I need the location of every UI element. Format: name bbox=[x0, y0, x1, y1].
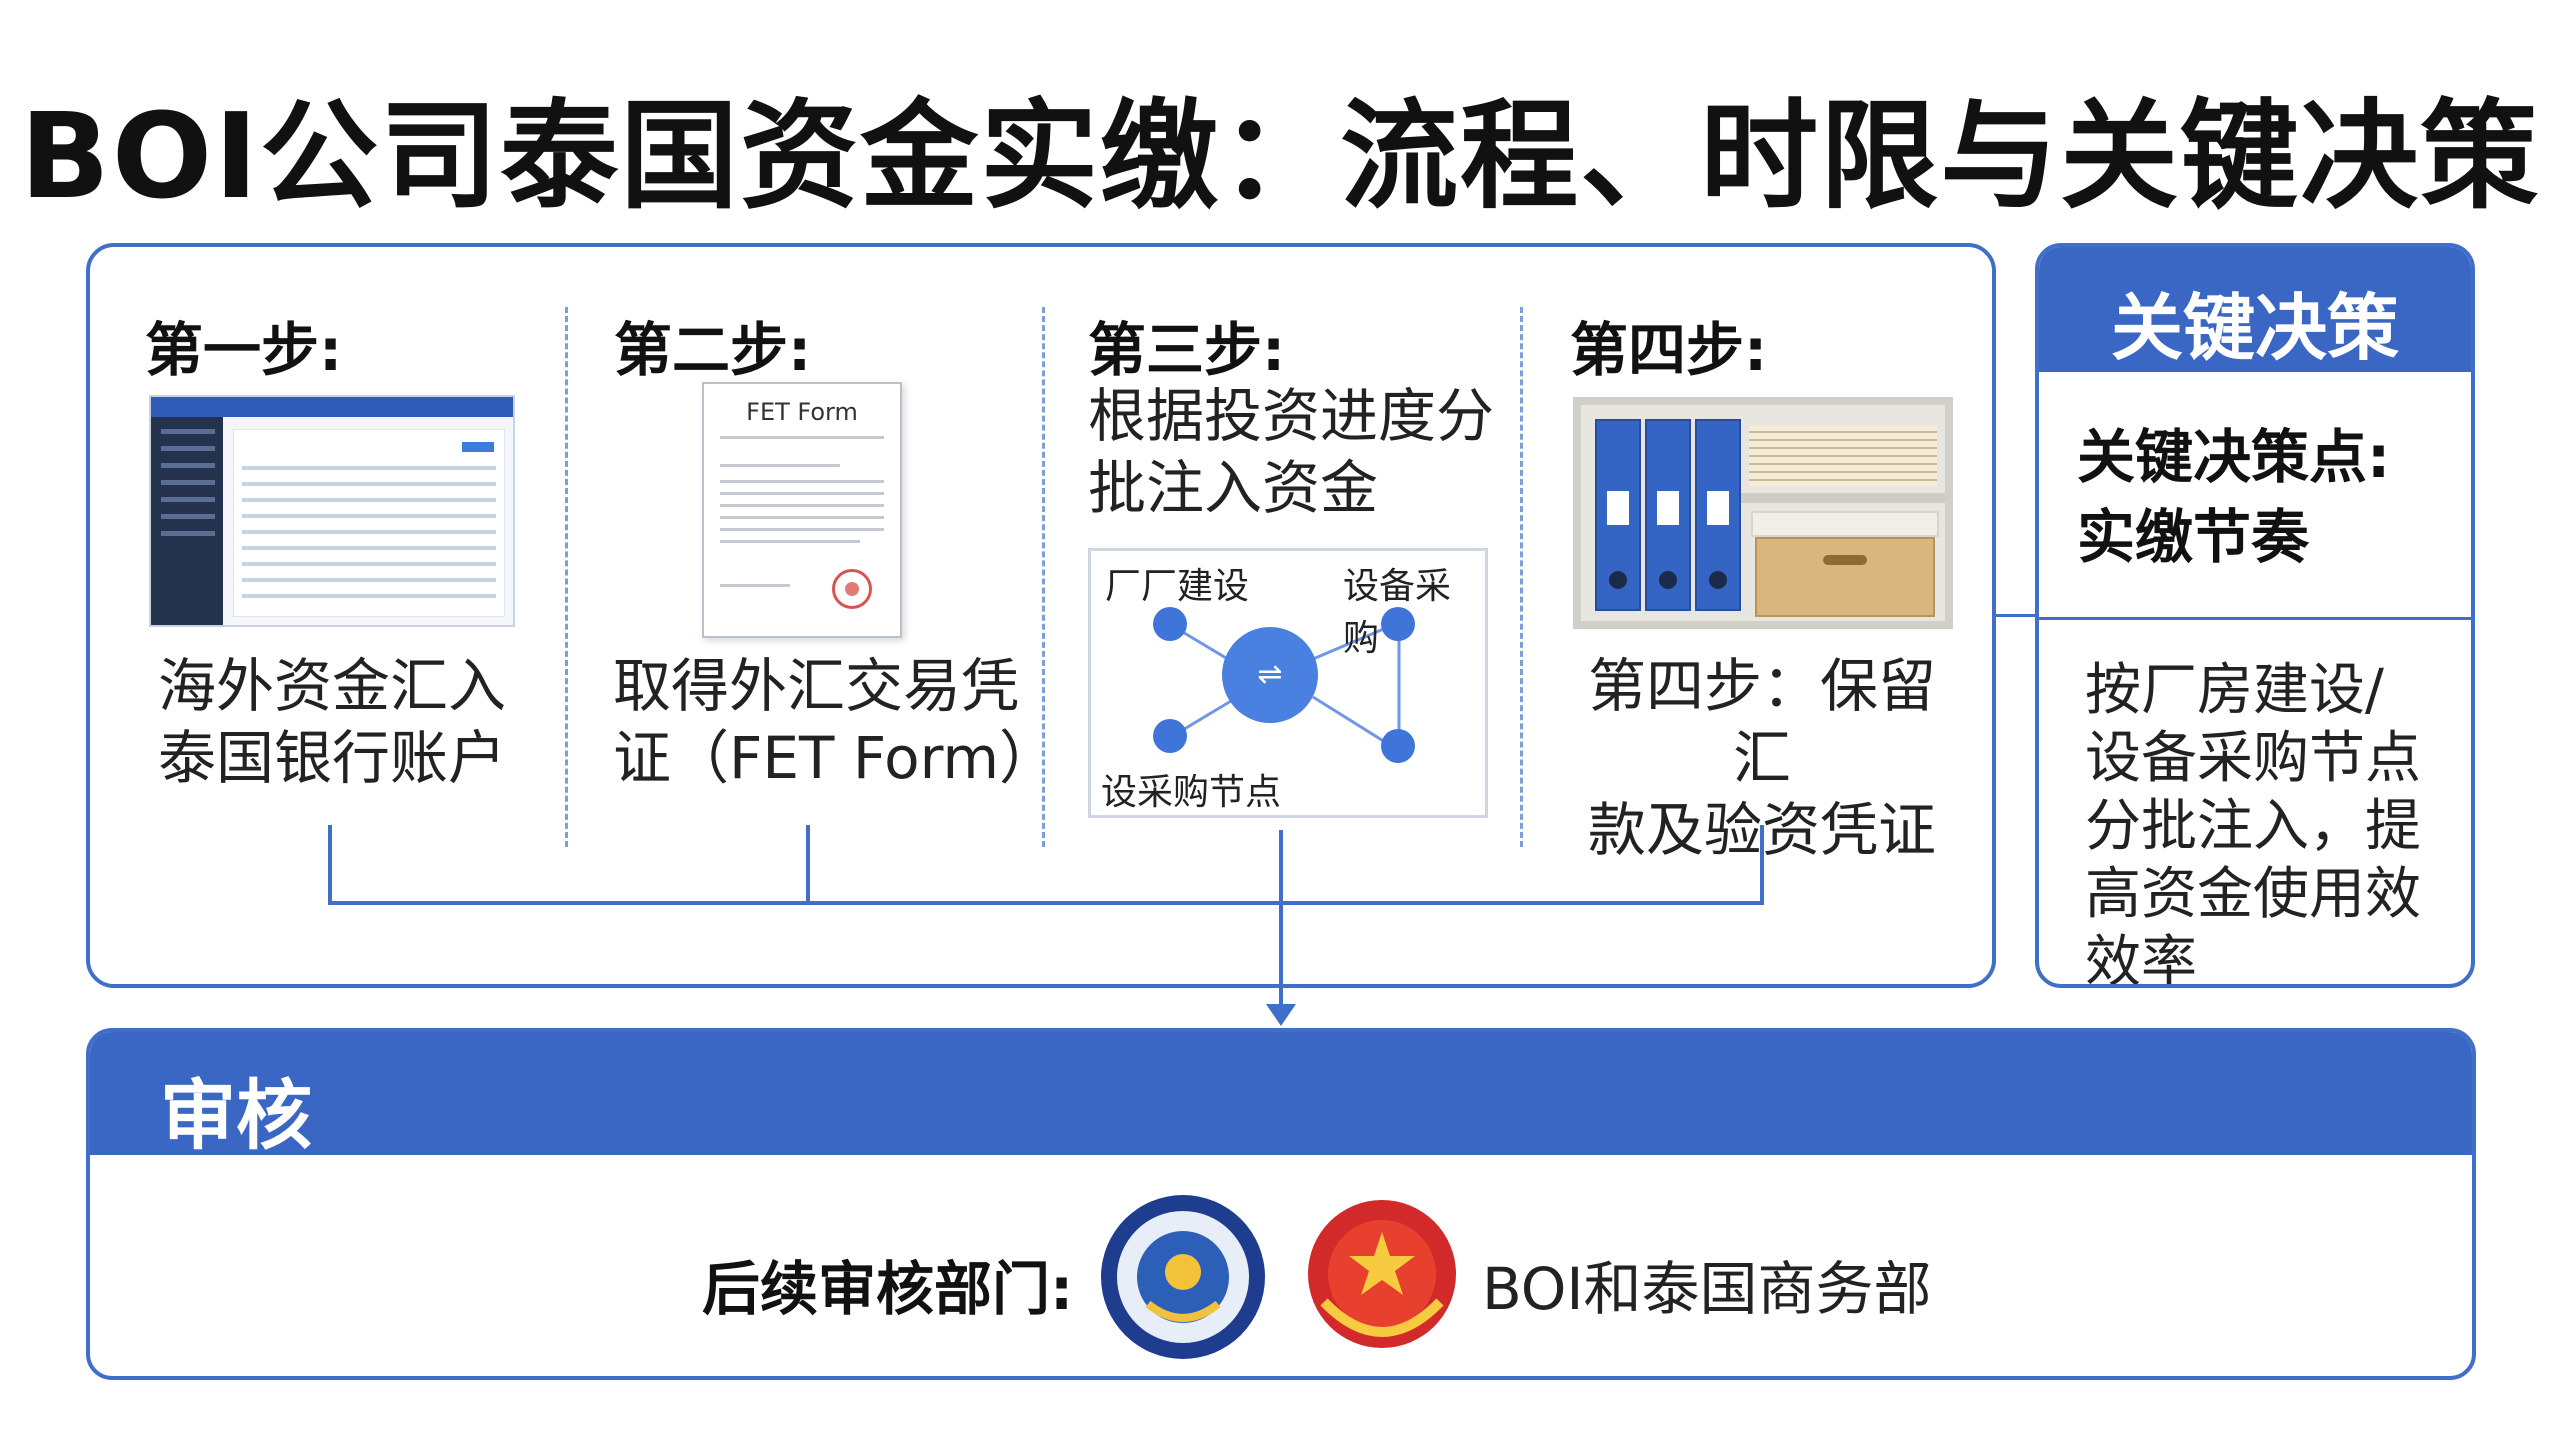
connector-line bbox=[1279, 830, 1283, 1006]
step-divider bbox=[565, 307, 568, 847]
network-node bbox=[1153, 719, 1187, 753]
connector-line bbox=[806, 825, 810, 905]
fet-form-document: FET Form bbox=[702, 382, 902, 638]
step-divider bbox=[1042, 307, 1045, 847]
decision-body: 按厂房建设/ 设备采购节点 分批注入，提 高资金使用效 效率 bbox=[2085, 658, 2421, 988]
decision-connector bbox=[1996, 614, 2037, 617]
funding-node-diagram: 厂厂建设 设备采购 设采购节点 ⇌ bbox=[1088, 548, 1488, 818]
audit-panel: 审核 后续审核部门: BOI和泰国商务部 bbox=[86, 1028, 2476, 1380]
node-label-procurement: 设采购节点 bbox=[1101, 772, 1282, 813]
connector-line bbox=[328, 901, 1764, 905]
audit-header: 审核 bbox=[160, 1071, 312, 1160]
decision-header: 关键决策 bbox=[2110, 286, 2399, 370]
decision-subtitle: 关键决策点: 实缴节奏 bbox=[2077, 423, 2391, 571]
connector-line bbox=[328, 825, 332, 905]
node-label-factory: 厂厂建设 bbox=[1105, 566, 1250, 607]
step-2-heading: 第二步: bbox=[614, 316, 812, 384]
step-2-text: 取得外汇交易凭 证（FET Form） bbox=[613, 652, 1057, 792]
hub-node-icon: ⇌ bbox=[1222, 627, 1318, 723]
audit-departments: BOI和泰国商务部 bbox=[1482, 1255, 1932, 1323]
key-decision-panel: 关键决策 关键决策点: 实缴节奏 按厂房建设/ 设备采购节点 分批注入，提 高资… bbox=[2035, 243, 2475, 988]
step-divider bbox=[1520, 307, 1523, 847]
red-seal-icon bbox=[832, 569, 872, 609]
step-1-heading: 第一步: bbox=[145, 316, 343, 384]
step-1-text: 海外资金汇入 泰国银行账户 bbox=[158, 652, 507, 792]
archive-shelf-image bbox=[1573, 397, 1953, 629]
node-label-equipment: 设备采购 bbox=[1343, 566, 1452, 659]
step-3-heading: 第三步: bbox=[1088, 316, 1286, 384]
bank-system-screenshot bbox=[149, 395, 515, 627]
step-3-text: 根据投资进度分 批注入资金 bbox=[1088, 382, 1495, 522]
fet-form-title: FET Form bbox=[746, 398, 858, 426]
audit-department-label: 后续审核部门: bbox=[702, 1255, 1074, 1323]
arrow-down-icon bbox=[1266, 1004, 1296, 1026]
thai-ministry-emblem-icon bbox=[1308, 1200, 1456, 1348]
step-4-heading: 第四步: bbox=[1570, 316, 1768, 384]
network-node bbox=[1153, 607, 1187, 641]
connector-line bbox=[1760, 825, 1764, 905]
boi-emblem-icon bbox=[1101, 1195, 1265, 1359]
network-node bbox=[1381, 729, 1415, 763]
network-node bbox=[1381, 607, 1415, 641]
